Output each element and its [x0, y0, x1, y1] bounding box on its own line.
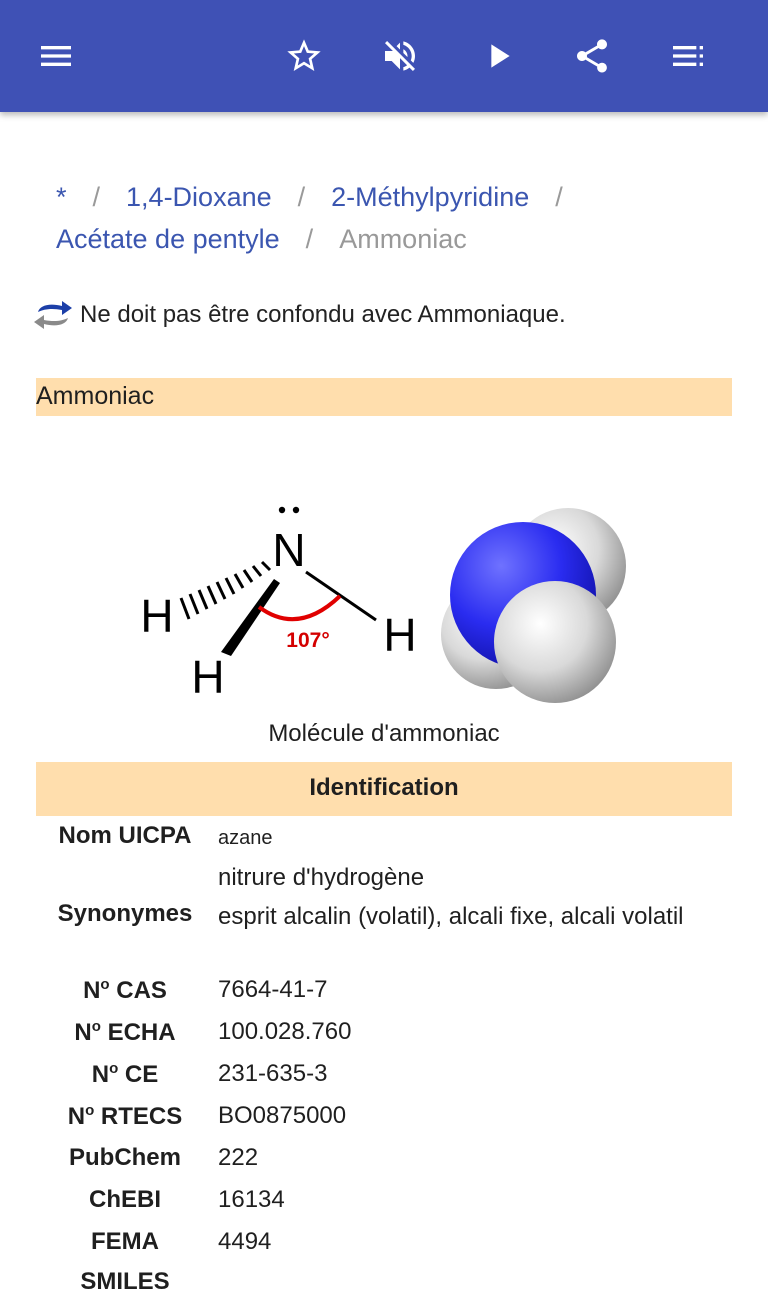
bond-angle-arc [257, 594, 342, 622]
row-value: 4494 [218, 1228, 272, 1255]
atom-h-right-label: H [383, 609, 416, 661]
atom-n-label: N [272, 524, 305, 576]
ammonia-structure-image: N H H H 107° [140, 506, 626, 703]
row-key: ChEBI [89, 1186, 161, 1213]
breadcrumb-link-star[interactable]: * [56, 182, 67, 212]
breadcrumb-separator: / [555, 182, 563, 212]
atom-h-front-label: H [191, 651, 224, 703]
bond-angle-label: 107° [286, 629, 329, 652]
star-icon[interactable] [280, 32, 328, 80]
breadcrumb-separator: / [92, 182, 101, 212]
breadcrumb-current: Ammoniac [339, 224, 467, 254]
row-key: No CE [91, 1060, 159, 1088]
volume-off-icon[interactable] [376, 32, 424, 80]
share-icon[interactable] [568, 32, 616, 80]
molecule-figure: N H H H 107° [130, 496, 640, 711]
row-value: 7664-41-7 [218, 976, 328, 1003]
row-key: FEMA [91, 1228, 159, 1255]
disambiguation-note: Ne doit pas être confondu avec Ammoniaqu… [32, 298, 566, 332]
lone-pair-dot [278, 506, 286, 514]
breadcrumb: * / 1,4-Dioxane / 2-Méthylpyridine / Acétate d… [56, 176, 736, 260]
space-filling-model [441, 508, 626, 703]
row-value: BO0875000 [218, 1102, 347, 1129]
breadcrumb-link-methylpyridine[interactable]: 2-Méthylpyridine [331, 182, 530, 212]
figure-caption: Molécule d'ammoniac [268, 720, 500, 747]
plain-bond [305, 570, 377, 622]
row-value: 100.028.760 [218, 1018, 352, 1045]
row-value-line-1: nitrure d'hydrogène [218, 864, 425, 891]
row-value: 231-635-3 [218, 1060, 328, 1087]
infobox-header: Identification [36, 762, 732, 816]
row-key: No CAS [83, 976, 167, 1004]
row-key: Nom UICPA [58, 822, 192, 849]
app-bar [0, 0, 768, 112]
row-key: PubChem [68, 1144, 181, 1171]
lone-pair-dot [292, 506, 300, 514]
row-value: 222 [218, 1144, 259, 1171]
row-key: SMILES [80, 1268, 170, 1295]
breadcrumb-link-dioxane[interactable]: 1,4-Dioxane [126, 182, 272, 212]
row-key: Synonymes [57, 900, 193, 927]
article-title: Ammoniac [36, 378, 732, 416]
disambiguation-arrows-icon [34, 301, 72, 329]
atom-h-left-label: H [140, 590, 173, 642]
row-key: No ECHA [74, 1018, 176, 1046]
row-value: 16134 [218, 1186, 285, 1213]
disambiguation-text: Ne doit pas être confondu avec Ammoniaqu… [80, 301, 566, 328]
row-value-line-2: esprit alcalin (volatil), alcali fixe, a… [218, 903, 684, 930]
breadcrumb-link-pentyl-acetate[interactable]: Acétate de pentyle [56, 224, 280, 254]
play-icon[interactable] [474, 32, 522, 80]
row-key: No RTECS [67, 1102, 183, 1130]
breadcrumb-separator: / [297, 182, 306, 212]
hashed-bond [179, 560, 272, 620]
menu-icon[interactable] [32, 32, 80, 80]
row-value: azane [218, 827, 273, 849]
wedge-bond [221, 579, 280, 656]
playlist-icon[interactable] [664, 32, 712, 80]
breadcrumb-separator: / [305, 224, 314, 254]
